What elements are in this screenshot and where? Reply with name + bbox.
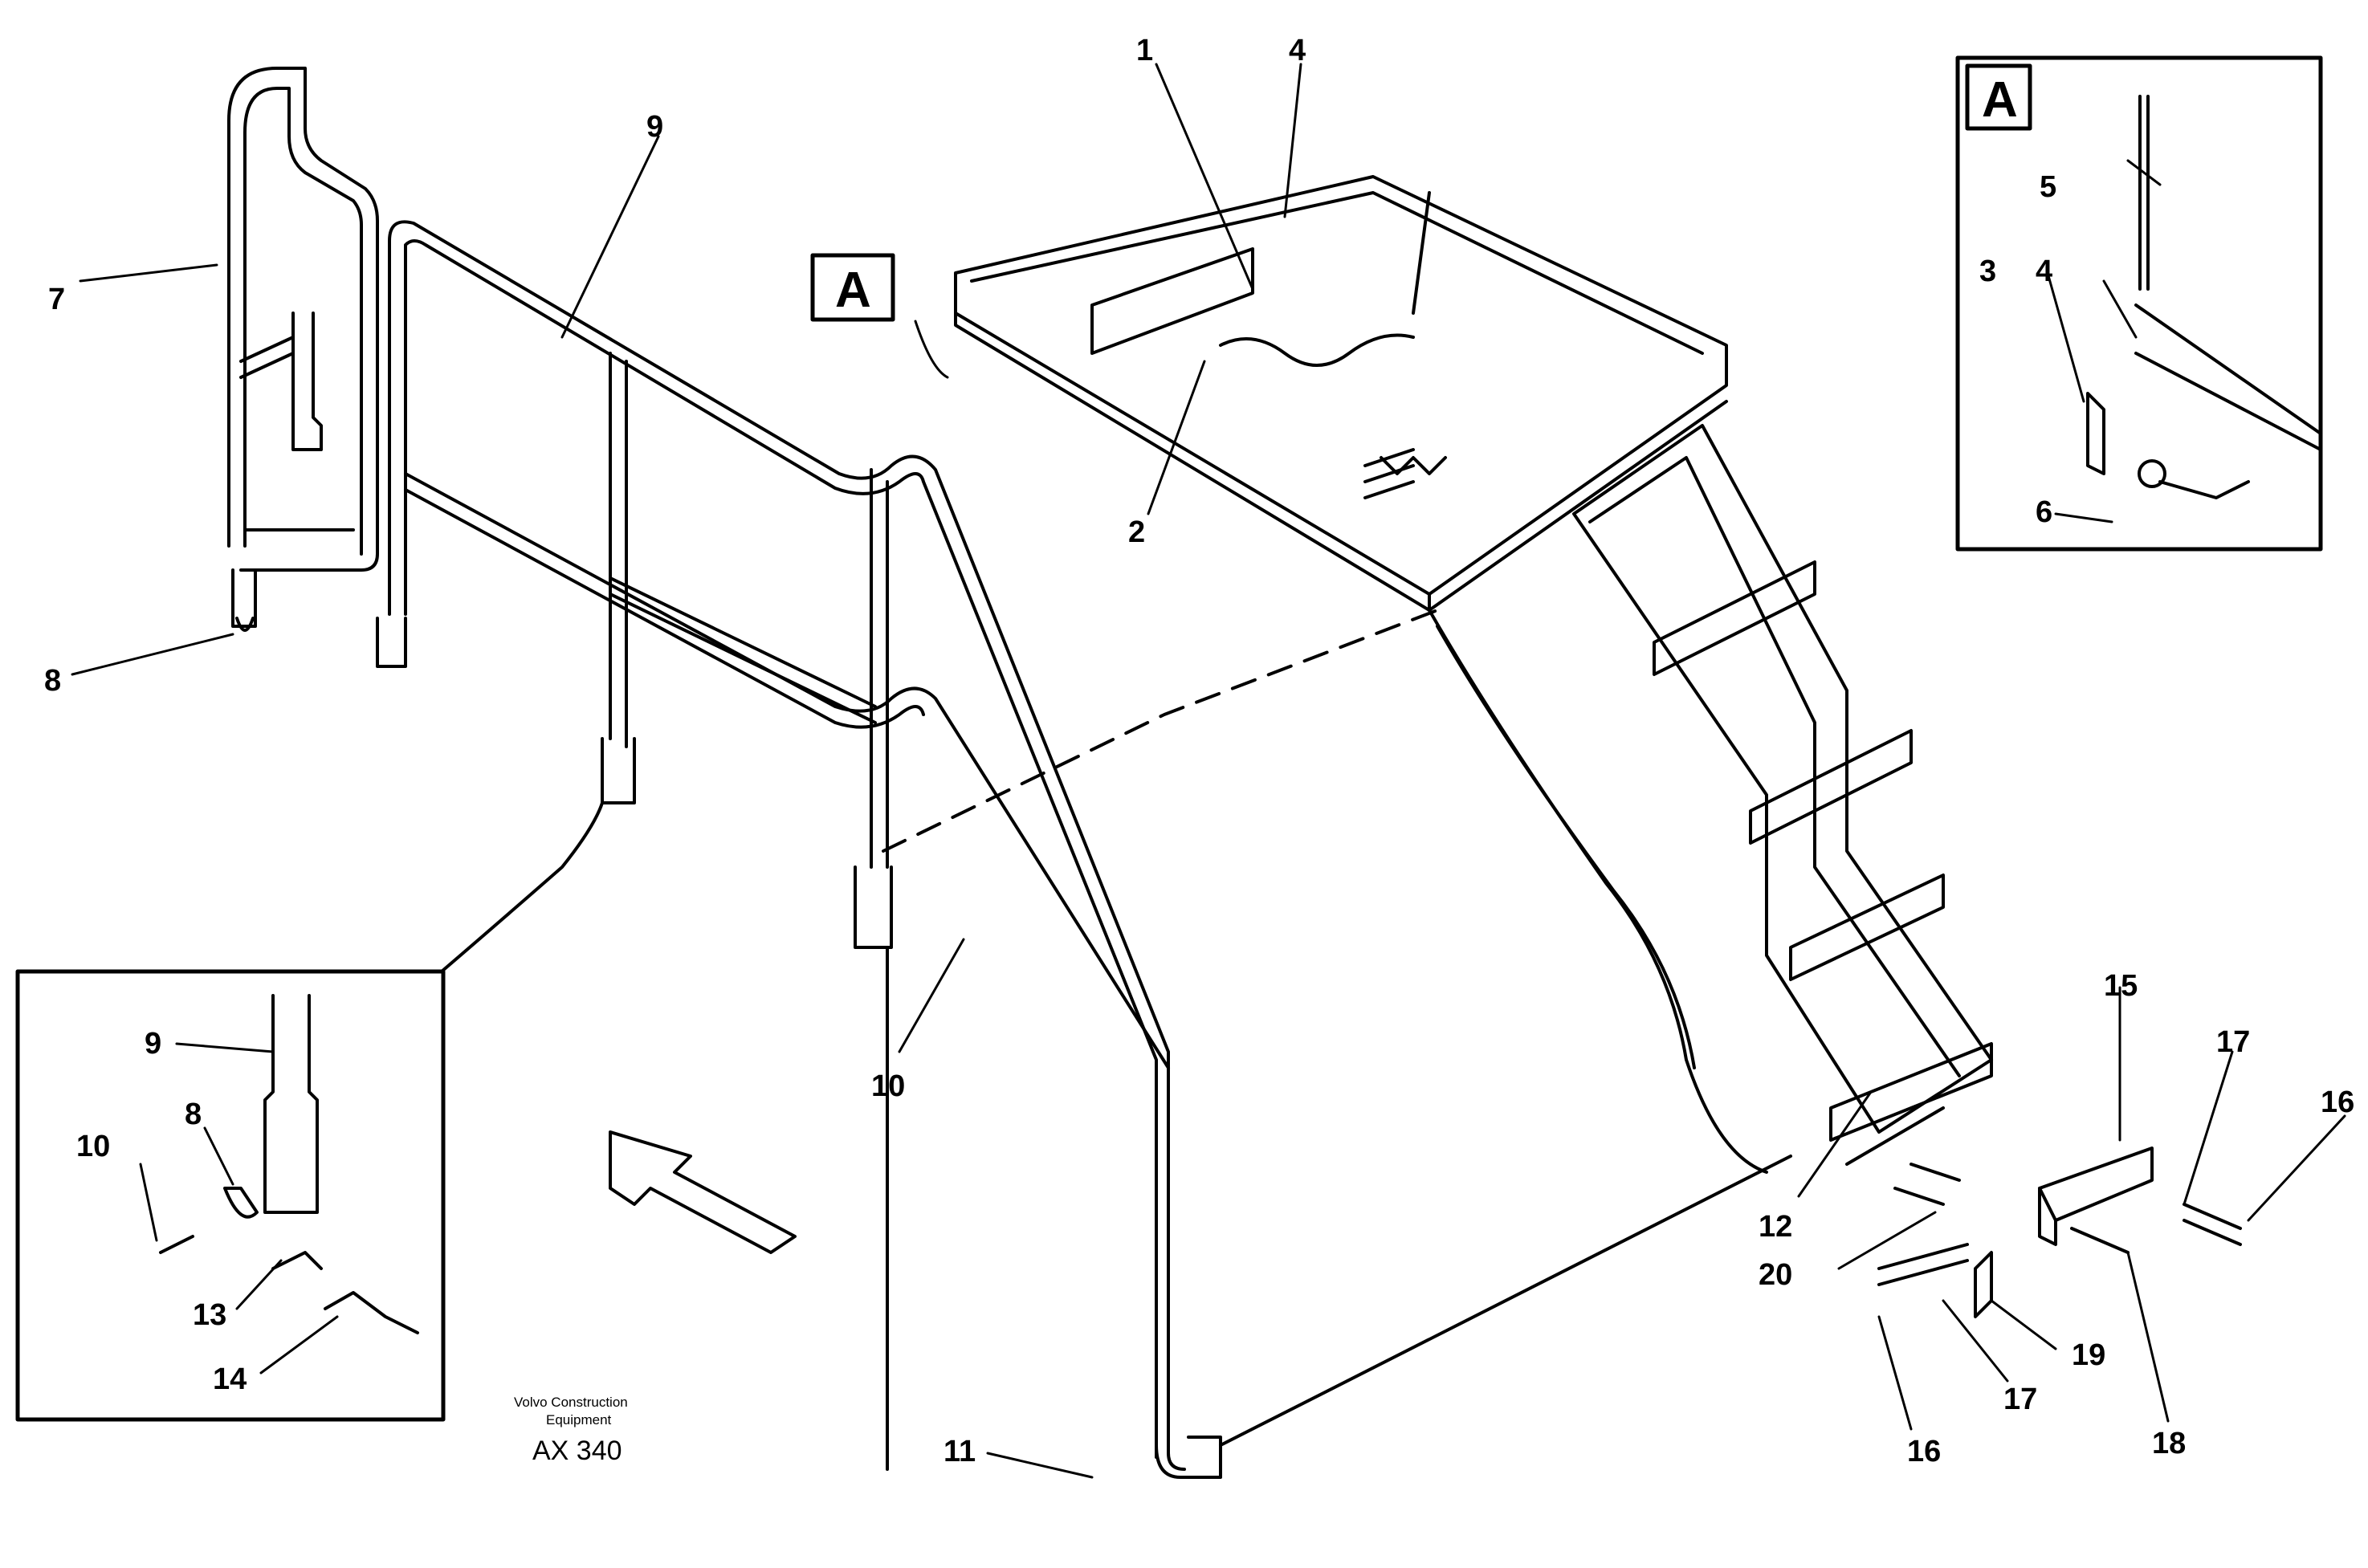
- stair-assembly: [1428, 424, 1993, 1174]
- direction-arrow: [609, 1130, 797, 1254]
- callout-17-top: 17: [2216, 1025, 2250, 1059]
- inset-callout-10: 10: [76, 1130, 110, 1163]
- callout-9: 9: [646, 110, 663, 144]
- footer-code: AX 340: [532, 1436, 622, 1466]
- footer-line-1: Volvo Construction: [514, 1395, 628, 1410]
- callout-11: 11: [944, 1435, 976, 1468]
- detail-tag-main: A: [835, 263, 871, 318]
- mount-bracket: [1877, 1146, 2242, 1318]
- detail-a-panel: [1955, 55, 2323, 552]
- leader-lines: [71, 63, 2346, 1479]
- detail-callout-6: 6: [2036, 495, 2052, 529]
- detail-callout-3: 3: [1979, 255, 1996, 288]
- callout-16-bottom: 16: [1907, 1435, 1941, 1468]
- callout-1: 1: [1136, 34, 1153, 67]
- callout-2: 2: [1128, 515, 1145, 549]
- platform: [954, 175, 1728, 612]
- fender-body: [882, 609, 1792, 1471]
- inset-panel: [15, 801, 604, 1422]
- callout-16-top: 16: [2321, 1085, 2354, 1119]
- callout-18: 18: [2152, 1427, 2186, 1460]
- callout-7: 7: [48, 283, 65, 316]
- callout-12: 12: [1759, 1210, 1792, 1244]
- callout-4: 4: [1289, 34, 1306, 67]
- detail-callout-4: 4: [2036, 255, 2052, 288]
- detail-tag-box: A: [1982, 72, 2018, 128]
- inset-callout-14: 14: [213, 1362, 247, 1396]
- detail-callout-5: 5: [2040, 170, 2056, 204]
- detail-a-tag-box: [810, 253, 895, 322]
- callout-10: 10: [871, 1069, 905, 1103]
- callout-15: 15: [2104, 969, 2138, 1003]
- callout-19: 19: [2072, 1338, 2105, 1372]
- callout-20: 20: [1759, 1258, 1792, 1292]
- footer-line-2: Equipment: [546, 1412, 612, 1427]
- callout-17-bottom: 17: [2003, 1383, 2037, 1416]
- main-railing: [376, 220, 1222, 1479]
- inset-callout-13: 13: [193, 1298, 226, 1332]
- ladder-guard: [227, 67, 379, 632]
- inset-callout-8: 8: [185, 1098, 202, 1131]
- callout-8: 8: [44, 664, 61, 698]
- inset-callout-9: 9: [145, 1027, 161, 1061]
